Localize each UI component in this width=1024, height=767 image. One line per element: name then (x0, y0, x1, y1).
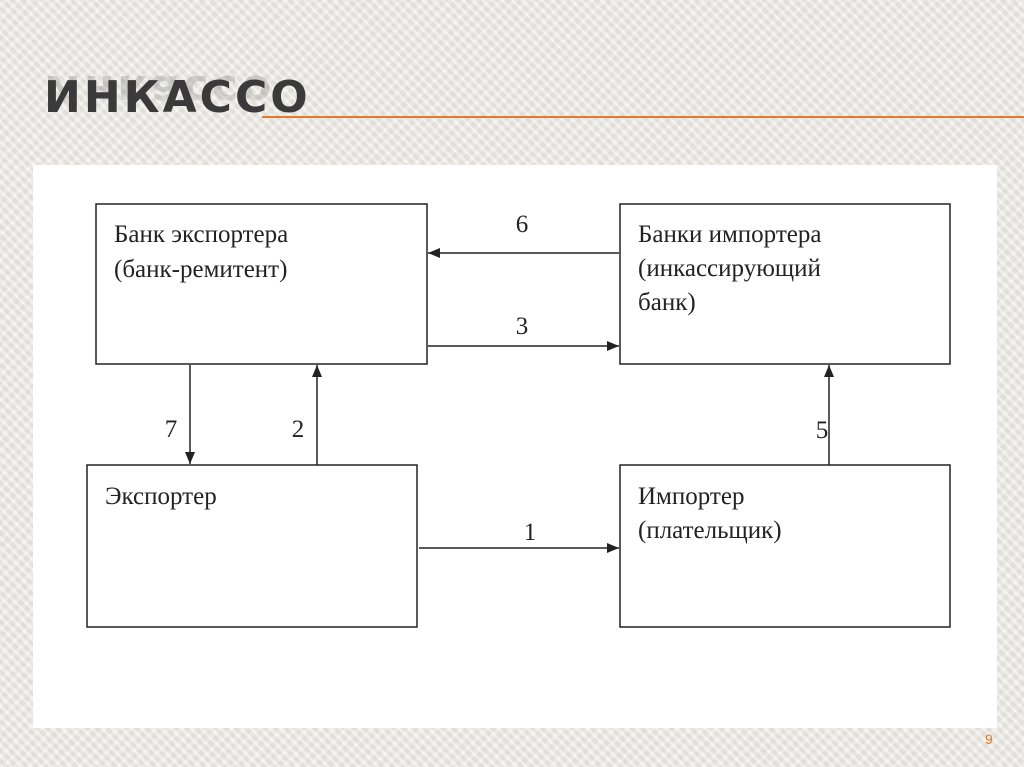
edge-1-label: 1 (524, 519, 537, 546)
node-importer-line-2: (плательщик) (638, 517, 782, 544)
edge-6: 6 (428, 211, 619, 258)
node-importer-bank-line-1: Банки импортера (638, 221, 821, 248)
edge-2-label: 2 (292, 416, 305, 443)
node-exporter-bank-line-1: Банк экспортера (114, 221, 288, 248)
edge-3: 3 (428, 313, 619, 351)
node-importer-bank-line-2: (инкассирующий (638, 255, 821, 282)
title-underline (262, 116, 1024, 118)
slide-title: Инкассо (44, 72, 311, 123)
edge-7: 7 (165, 365, 195, 464)
page-number: 9 (985, 731, 993, 747)
node-importer-line-1: Импортер (638, 483, 744, 510)
node-exporter: Экспортер (86, 464, 418, 628)
edge-1: 1 (419, 519, 619, 553)
node-importer: Импортер (плательщик) (619, 464, 951, 628)
node-exporter-bank-line-2: (банк-ремитент) (114, 256, 287, 283)
edge-2: 2 (292, 365, 322, 465)
edge-5: 5 (816, 365, 834, 465)
edge-6-label: 6 (516, 211, 529, 238)
node-importer-bank-line-3: банк) (638, 289, 696, 316)
edge-3-label: 3 (516, 313, 529, 340)
edge-5-label: 5 (816, 417, 829, 444)
node-importer-bank: Банки импортера (инкассирующий банк) (619, 203, 951, 365)
node-exporter-bank: Банк экспортера (банк-ремитент) (95, 203, 428, 365)
edge-7-label: 7 (165, 416, 178, 443)
node-exporter-line-1: Экспортер (105, 483, 217, 510)
